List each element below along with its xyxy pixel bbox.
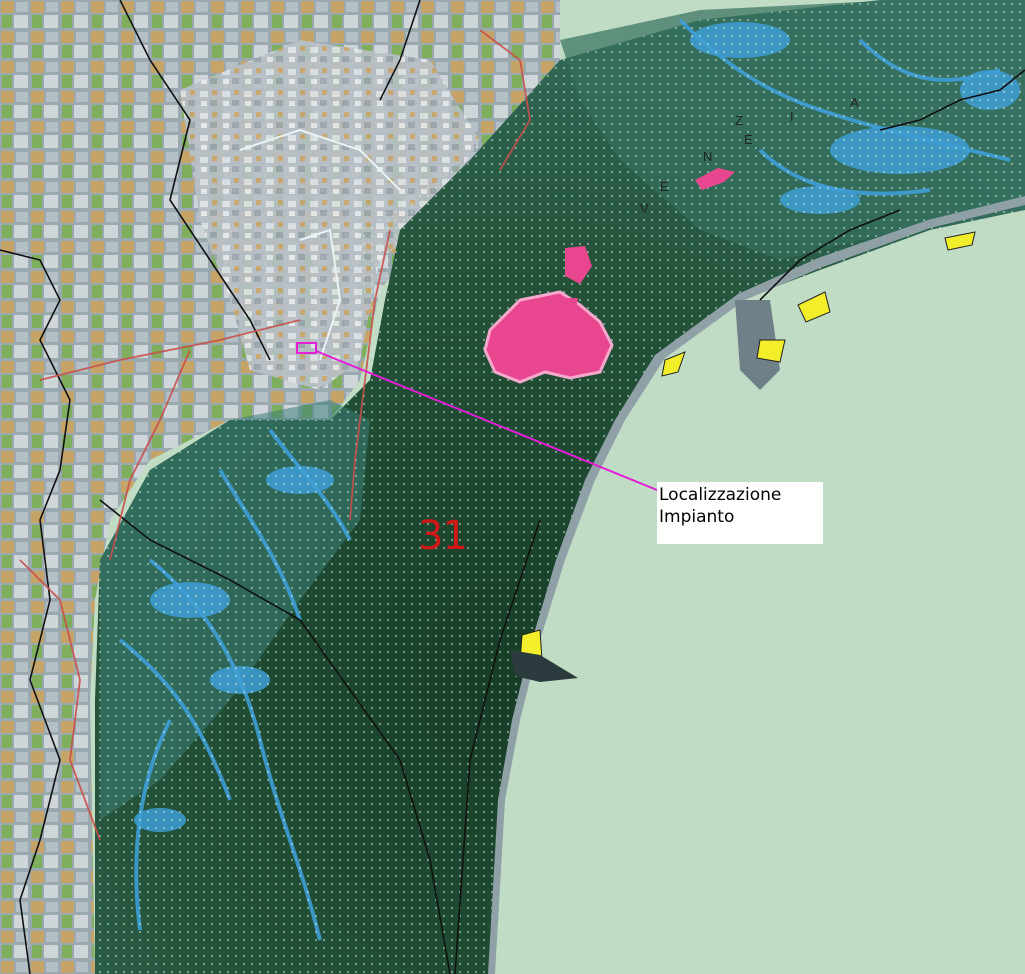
lido-point [735,300,780,390]
lagoon-dot-overlay [95,0,1025,974]
region-letter: E [660,179,669,194]
region-letter: E [744,132,753,147]
port-jetty [510,650,578,682]
callout-leader-line [315,350,658,491]
venice-historic-center [483,290,614,384]
island-north-1 [565,246,592,284]
island-north-2 [695,168,735,190]
plant-location-marker [296,342,317,354]
urban-area [180,40,480,390]
roads [19,29,531,841]
plant-location-callout: Localizzazione Impianto [657,482,823,544]
region-letter: I [790,109,794,124]
mainland-area [0,0,560,974]
callout-line-2: Impianto [659,507,735,527]
zone-number-label: 31 [418,513,468,559]
island-north-3 [565,298,578,310]
region-letter: Z [735,113,743,128]
callout-line-1: Localizzazione [659,485,782,505]
region-letter: A [850,95,859,110]
region-letter: N [703,149,713,164]
region-letter: V [640,201,649,216]
canals [239,128,401,361]
